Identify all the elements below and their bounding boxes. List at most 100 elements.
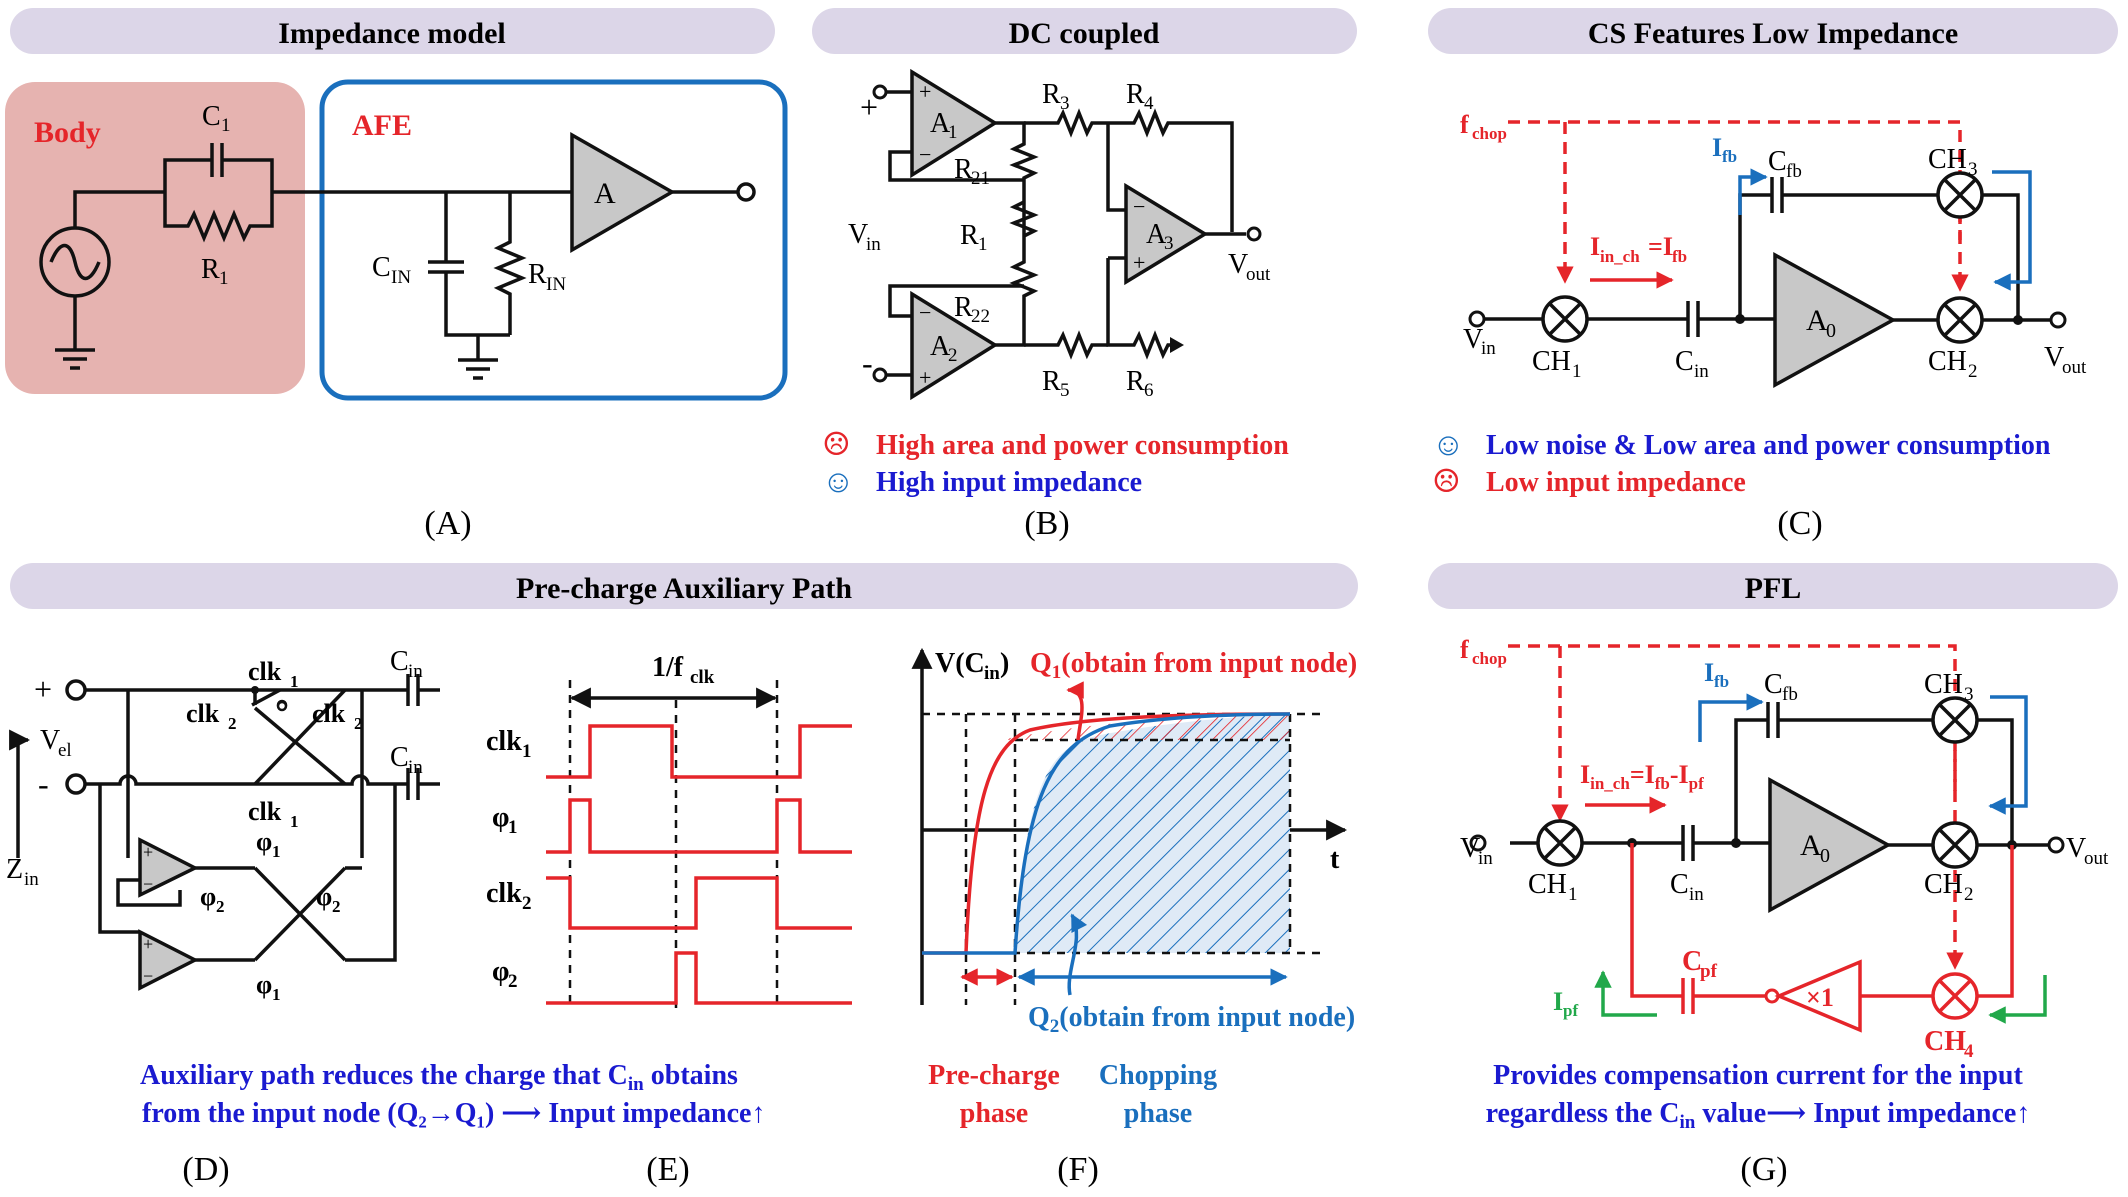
svg-text:clk: clk — [486, 726, 522, 757]
svg-text:5: 5 — [1060, 380, 1070, 401]
caption-a: (A) — [424, 505, 471, 542]
amplifier-a2 — [910, 290, 999, 401]
amplifier-a3 — [1124, 182, 1209, 286]
svg-text:=I: =I — [1648, 232, 1673, 261]
svg-text:out: out — [2062, 357, 2087, 378]
svg-text:×1: ×1 — [1806, 983, 1834, 1012]
svg-text:DC coupled: DC coupled — [1009, 17, 1160, 50]
rin-resistor — [493, 192, 527, 335]
svg-text:Z: Z — [6, 854, 23, 885]
svg-text:Low noise & Low area and power: Low noise & Low area and power consumpti… — [1486, 430, 2051, 461]
svg-text:clk: clk — [312, 699, 346, 728]
svg-text:Impedance model: Impedance model — [278, 17, 506, 50]
amplifier-a1 — [910, 68, 999, 179]
svg-text:2: 2 — [508, 971, 518, 992]
svg-text:from the input node (Q₂→Q₁) ⟶: from the input node (Q₂→Q₁) ⟶ Input impe… — [142, 1098, 765, 1129]
svg-text:Q1(obtain from input node): Q1(obtain from input node) — [1030, 648, 1357, 683]
svg-text:4: 4 — [1144, 93, 1154, 114]
svg-text:clk: clk — [186, 699, 220, 728]
svg-text:IN: IN — [546, 274, 566, 295]
svg-text:3: 3 — [1968, 159, 1978, 180]
svg-text:Pre-charge: Pre-charge — [928, 1060, 1060, 1091]
svg-text:V: V — [1228, 249, 1248, 280]
svg-text:3: 3 — [1964, 684, 1974, 705]
svg-text:+: + — [919, 365, 931, 390]
svg-text:1: 1 — [272, 842, 281, 861]
svg-text:1: 1 — [948, 122, 958, 143]
svg-text:+: + — [143, 842, 153, 862]
svg-text:A: A — [930, 108, 951, 139]
happy-face-icon: ☺ — [822, 463, 855, 499]
svg-text:C: C — [1675, 346, 1694, 377]
svg-text:1: 1 — [290, 672, 299, 691]
header-a: Impedance model — [10, 8, 775, 54]
svg-text:1/f: 1/f — [652, 652, 684, 683]
svg-text:A: A — [930, 331, 951, 362]
caption-g: (G) — [1740, 1151, 1787, 1188]
sad-face-icon: ☹ — [1432, 463, 1461, 499]
svg-text:Low input impedance: Low input impedance — [1486, 467, 1746, 498]
svg-text:clk: clk — [690, 667, 715, 688]
caption-b: (B) — [1024, 505, 1069, 542]
svg-text:el: el — [58, 740, 72, 761]
caption-c: (C) — [1777, 505, 1822, 542]
svg-text:2: 2 — [1964, 884, 1974, 905]
svg-text:in: in — [866, 234, 881, 255]
svg-text:R: R — [954, 292, 973, 323]
svg-text:C: C — [202, 101, 221, 132]
header-c: CS Features Low Impedance — [1428, 8, 2118, 54]
svg-text:1: 1 — [272, 985, 281, 1004]
svg-text:f: f — [1460, 110, 1469, 139]
svg-text:CS Features Low Impedance: CS Features Low Impedance — [1588, 17, 1958, 50]
caption-d: (D) — [182, 1151, 229, 1188]
svg-text:fb: fb — [1722, 147, 1737, 166]
svg-text:in: in — [984, 663, 1000, 684]
svg-text:C: C — [390, 742, 409, 773]
svg-text:CH: CH — [1528, 869, 1567, 900]
svg-text:A: A — [594, 177, 616, 210]
svg-text:φ: φ — [256, 970, 272, 999]
svg-text:−: − — [1133, 194, 1145, 219]
aux-amplifier-1 — [138, 837, 199, 898]
svg-text:3: 3 — [1164, 233, 1174, 254]
svg-text:Provides compensation current: Provides compensation current for the in… — [1493, 1060, 2023, 1091]
svg-text:High input impedance: High input impedance — [876, 467, 1142, 498]
svg-text:1: 1 — [219, 268, 229, 289]
svg-text:CH: CH — [1924, 869, 1963, 900]
svg-text:High area and power consumptio: High area and power consumption — [876, 430, 1289, 461]
svg-text:1: 1 — [221, 115, 231, 136]
svg-text:pf: pf — [1563, 1001, 1578, 1020]
svg-text:R: R — [528, 259, 547, 290]
amplifier-a — [570, 131, 676, 254]
svg-text:V: V — [2066, 833, 2086, 864]
svg-text:C: C — [1682, 946, 1702, 977]
svg-text:-: - — [862, 345, 873, 381]
svg-text:chop: chop — [1472, 649, 1507, 668]
afe-region — [319, 79, 788, 401]
svg-text:t: t — [1330, 844, 1340, 875]
svg-text:out: out — [2084, 848, 2109, 869]
svg-text:R: R — [1126, 366, 1145, 397]
amplifier-a0 — [1768, 777, 1892, 913]
waveform-clk1 — [546, 724, 852, 779]
svg-text:2: 2 — [354, 714, 363, 733]
r1-resistor — [163, 192, 274, 243]
svg-text:I: I — [1704, 658, 1714, 687]
svg-text:R: R — [1042, 79, 1061, 110]
svg-text:fb: fb — [1786, 161, 1802, 182]
svg-text:Auxiliary path reduces the cha: Auxiliary path reduces the charge that C… — [140, 1060, 738, 1095]
svg-text:+: + — [34, 671, 52, 707]
svg-text:C: C — [390, 646, 409, 677]
svg-text:phase: phase — [1124, 1098, 1192, 1129]
svg-text:2: 2 — [228, 714, 237, 733]
svg-text:−: − — [143, 874, 153, 894]
svg-text:C: C — [1768, 146, 1787, 177]
svg-text:2: 2 — [1968, 361, 1978, 382]
svg-text:CH: CH — [1924, 669, 1963, 700]
